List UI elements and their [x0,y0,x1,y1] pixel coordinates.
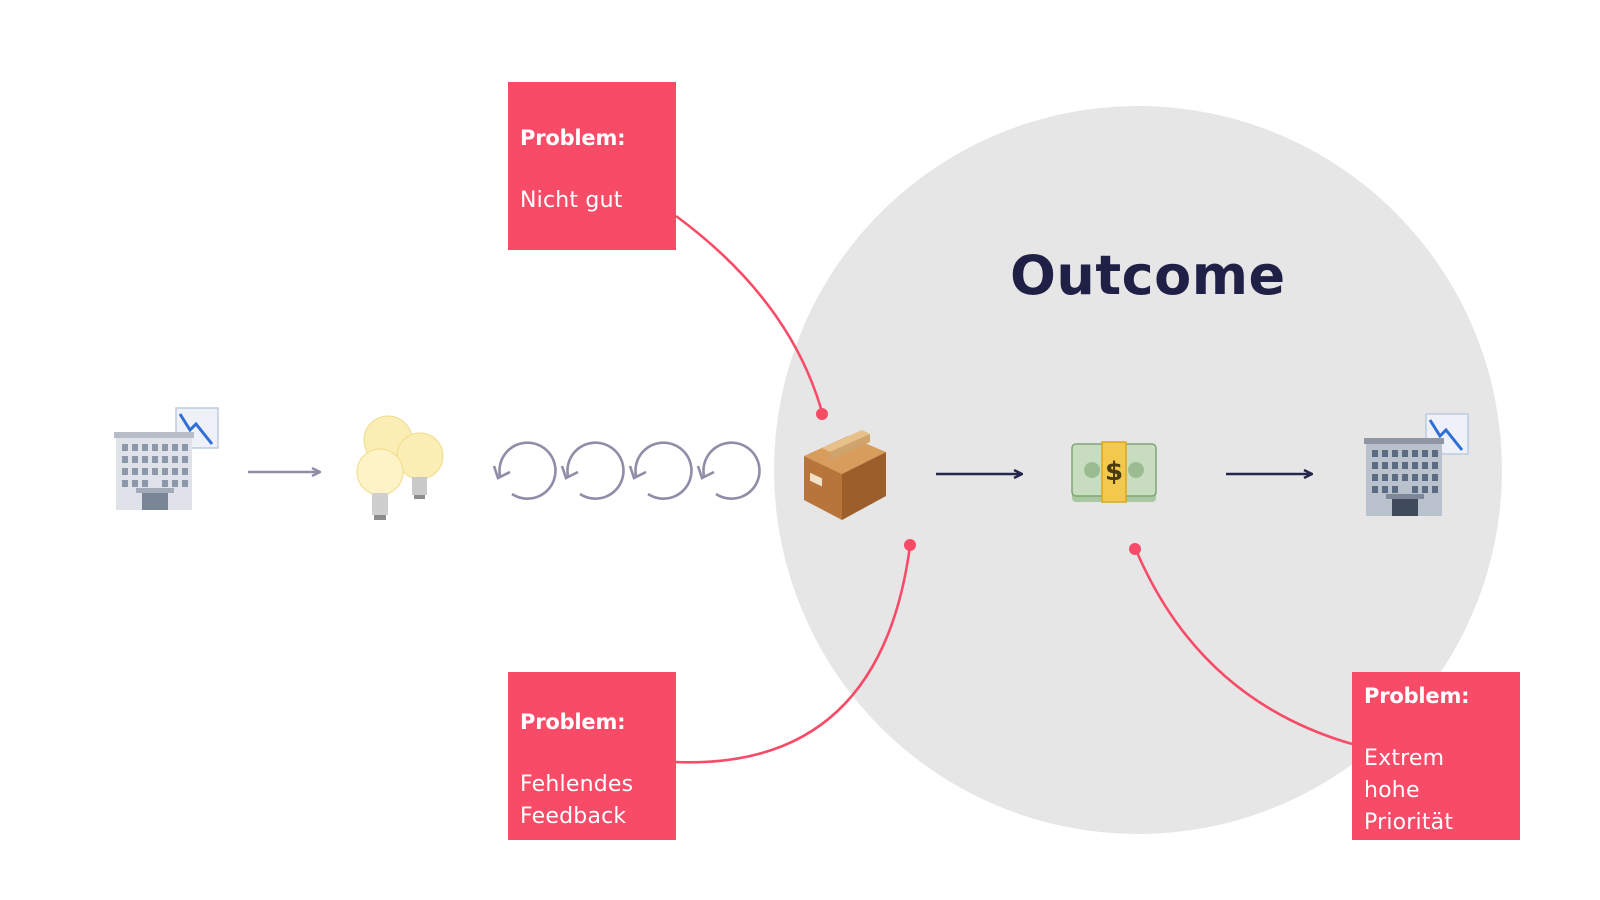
cycle-arrow [566,441,625,500]
money-stack-icon: $ [1071,441,1157,503]
office-building-declining-chart-icon [1364,413,1469,516]
connector-fehlendes-feedback [675,545,912,764]
light-bulbs-icon [356,415,444,520]
problem-title: Problem: [520,126,626,150]
problem-box-fehlendes-feedback: Problem: Fehlendes Feedback [508,672,676,840]
outcome-label: Outcome [1010,244,1286,307]
problem-title: Problem: [1364,684,1470,708]
cycle-arrowhead [492,465,511,480]
connector-dot-money [1129,543,1141,555]
connector-dot-package-top [816,408,828,420]
package-icon [804,430,886,520]
cycle-arrowhead [628,465,647,480]
cycle-arrow [634,441,693,500]
iteration-cycle-icon [492,441,761,500]
problem-text: Fehlendes Feedback [520,772,634,829]
connector-dot-package-bottom [904,539,916,551]
problem-box-nicht-gut: Problem: Nicht gut [508,82,676,250]
office-building-declining-chart-icon [114,407,219,510]
cycle-arrowhead [560,465,579,480]
problem-text: Extrem hohe Priorität [1364,746,1454,835]
cycle-arrowhead [696,465,715,480]
svg-text:$: $ [1105,457,1123,487]
problem-box-hohe-prioritaet: Problem: Extrem hohe Priorität [1352,672,1520,840]
cycle-arrow [498,441,557,500]
connector-nicht-gut [675,214,824,413]
problem-title: Problem: [520,710,626,734]
connector-hohe-prioritaet [1134,549,1353,746]
problem-text: Nicht gut [520,188,623,213]
cycle-arrow [702,441,761,500]
